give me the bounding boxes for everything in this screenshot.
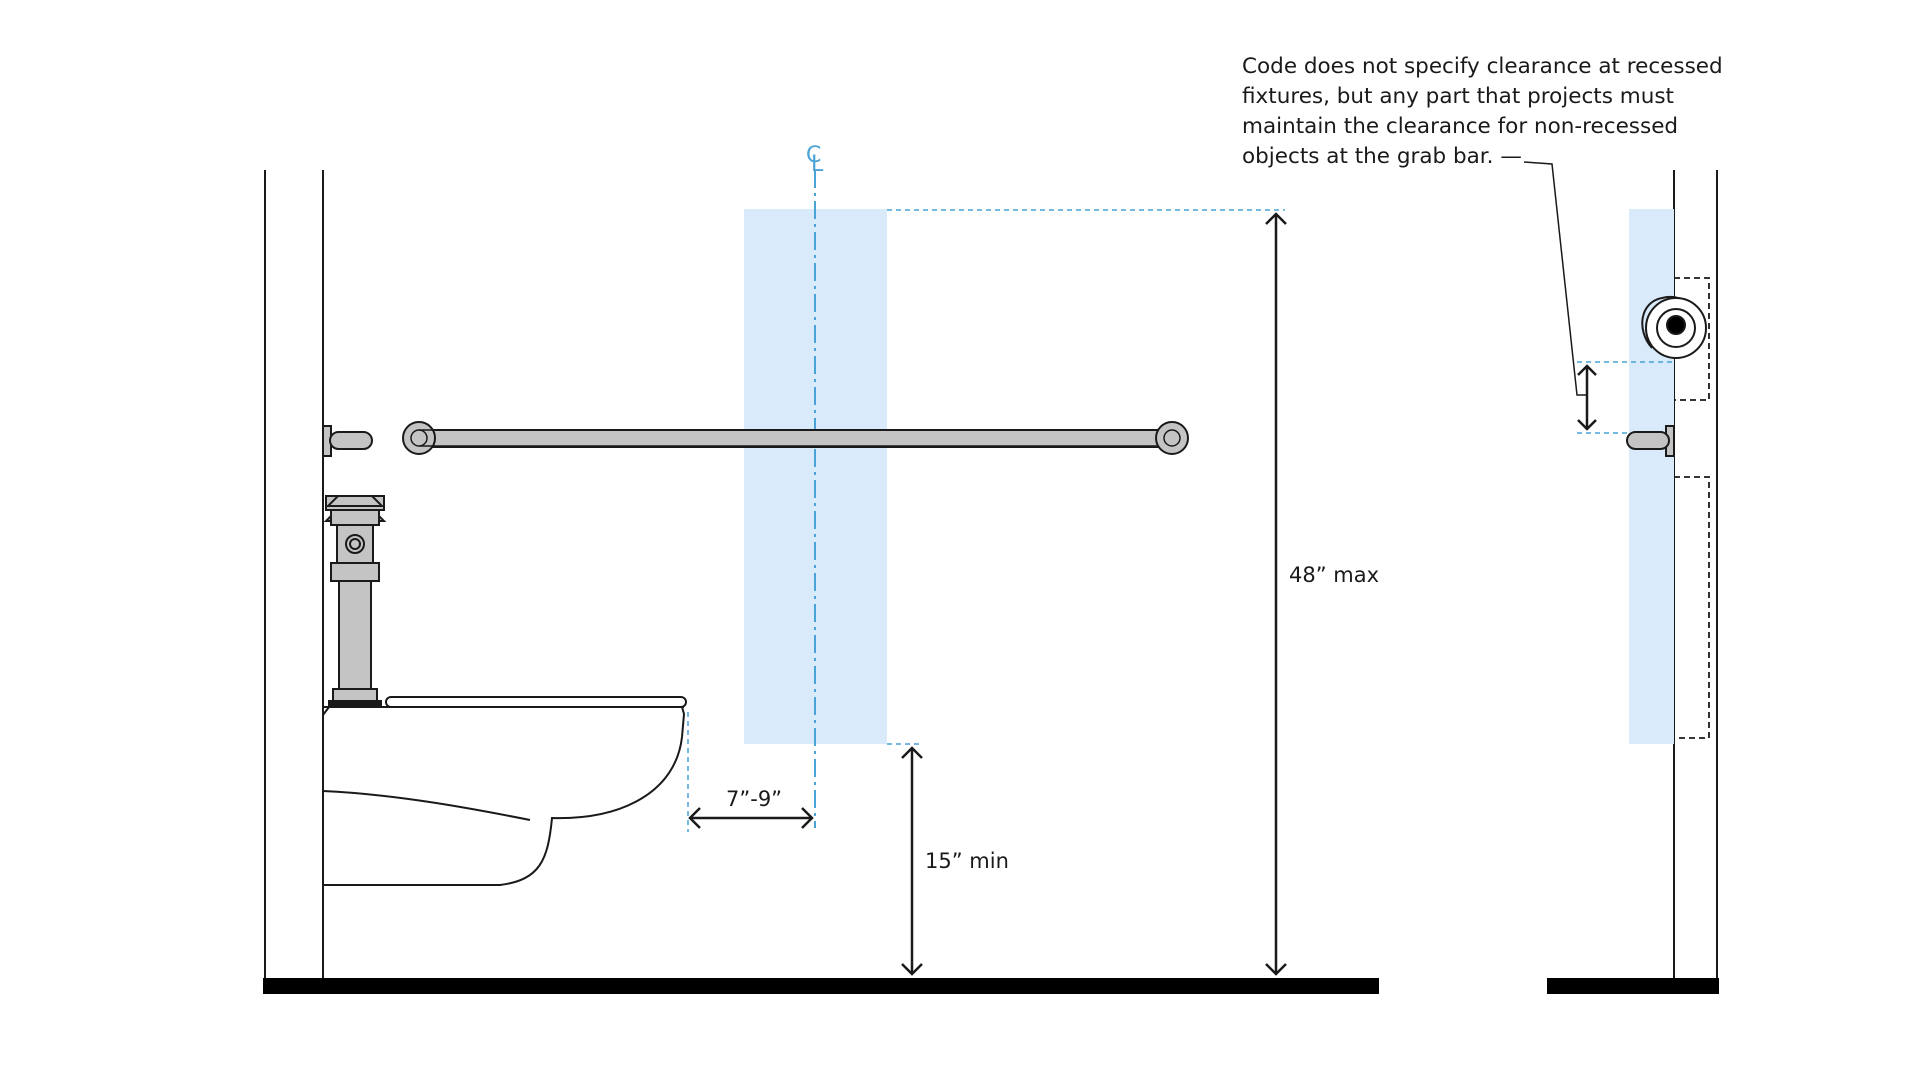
offset-dimension-label: 7”-9”	[726, 787, 782, 811]
floor-slab	[263, 978, 1379, 994]
min-height-dimension-label: 15” min	[925, 849, 1009, 873]
centerline-label: C	[806, 143, 821, 168]
offset-dimension-arrow	[688, 807, 814, 829]
recessed-dispenser-outline	[1674, 277, 1710, 401]
section-dispenser-zone	[1629, 209, 1674, 744]
clearance-note: Code does not specify clearance at reces…	[1242, 52, 1762, 172]
min-height-dimension-arrow	[901, 746, 923, 976]
recessed-cabinet-outline	[1674, 476, 1710, 739]
toilet	[322, 696, 687, 886]
dispenser-zone	[744, 209, 887, 744]
grab-bar-stub	[322, 425, 373, 457]
note-leader-line	[1523, 161, 1587, 396]
note-line-3: maintain the clearance for non-recessed	[1242, 114, 1679, 139]
note-line-2: fixtures, but any part that projects mus…	[1242, 84, 1674, 109]
section-grab-bar	[1626, 425, 1675, 457]
toilet-paper-roll	[1641, 296, 1707, 359]
max-height-dimension-label: 48” max	[1289, 563, 1379, 587]
note-line-4: objects at the grab bar. —	[1242, 144, 1522, 169]
grab-bar	[402, 421, 1189, 455]
centerline-label-sub: L	[811, 152, 824, 177]
flush-valve	[323, 495, 387, 708]
clearance-dimension-arrow	[1577, 364, 1597, 431]
section-floor-slab	[1547, 978, 1719, 994]
max-height-dimension-arrow	[1265, 212, 1287, 976]
note-line-1: Code does not specify clearance at reces…	[1242, 54, 1723, 79]
